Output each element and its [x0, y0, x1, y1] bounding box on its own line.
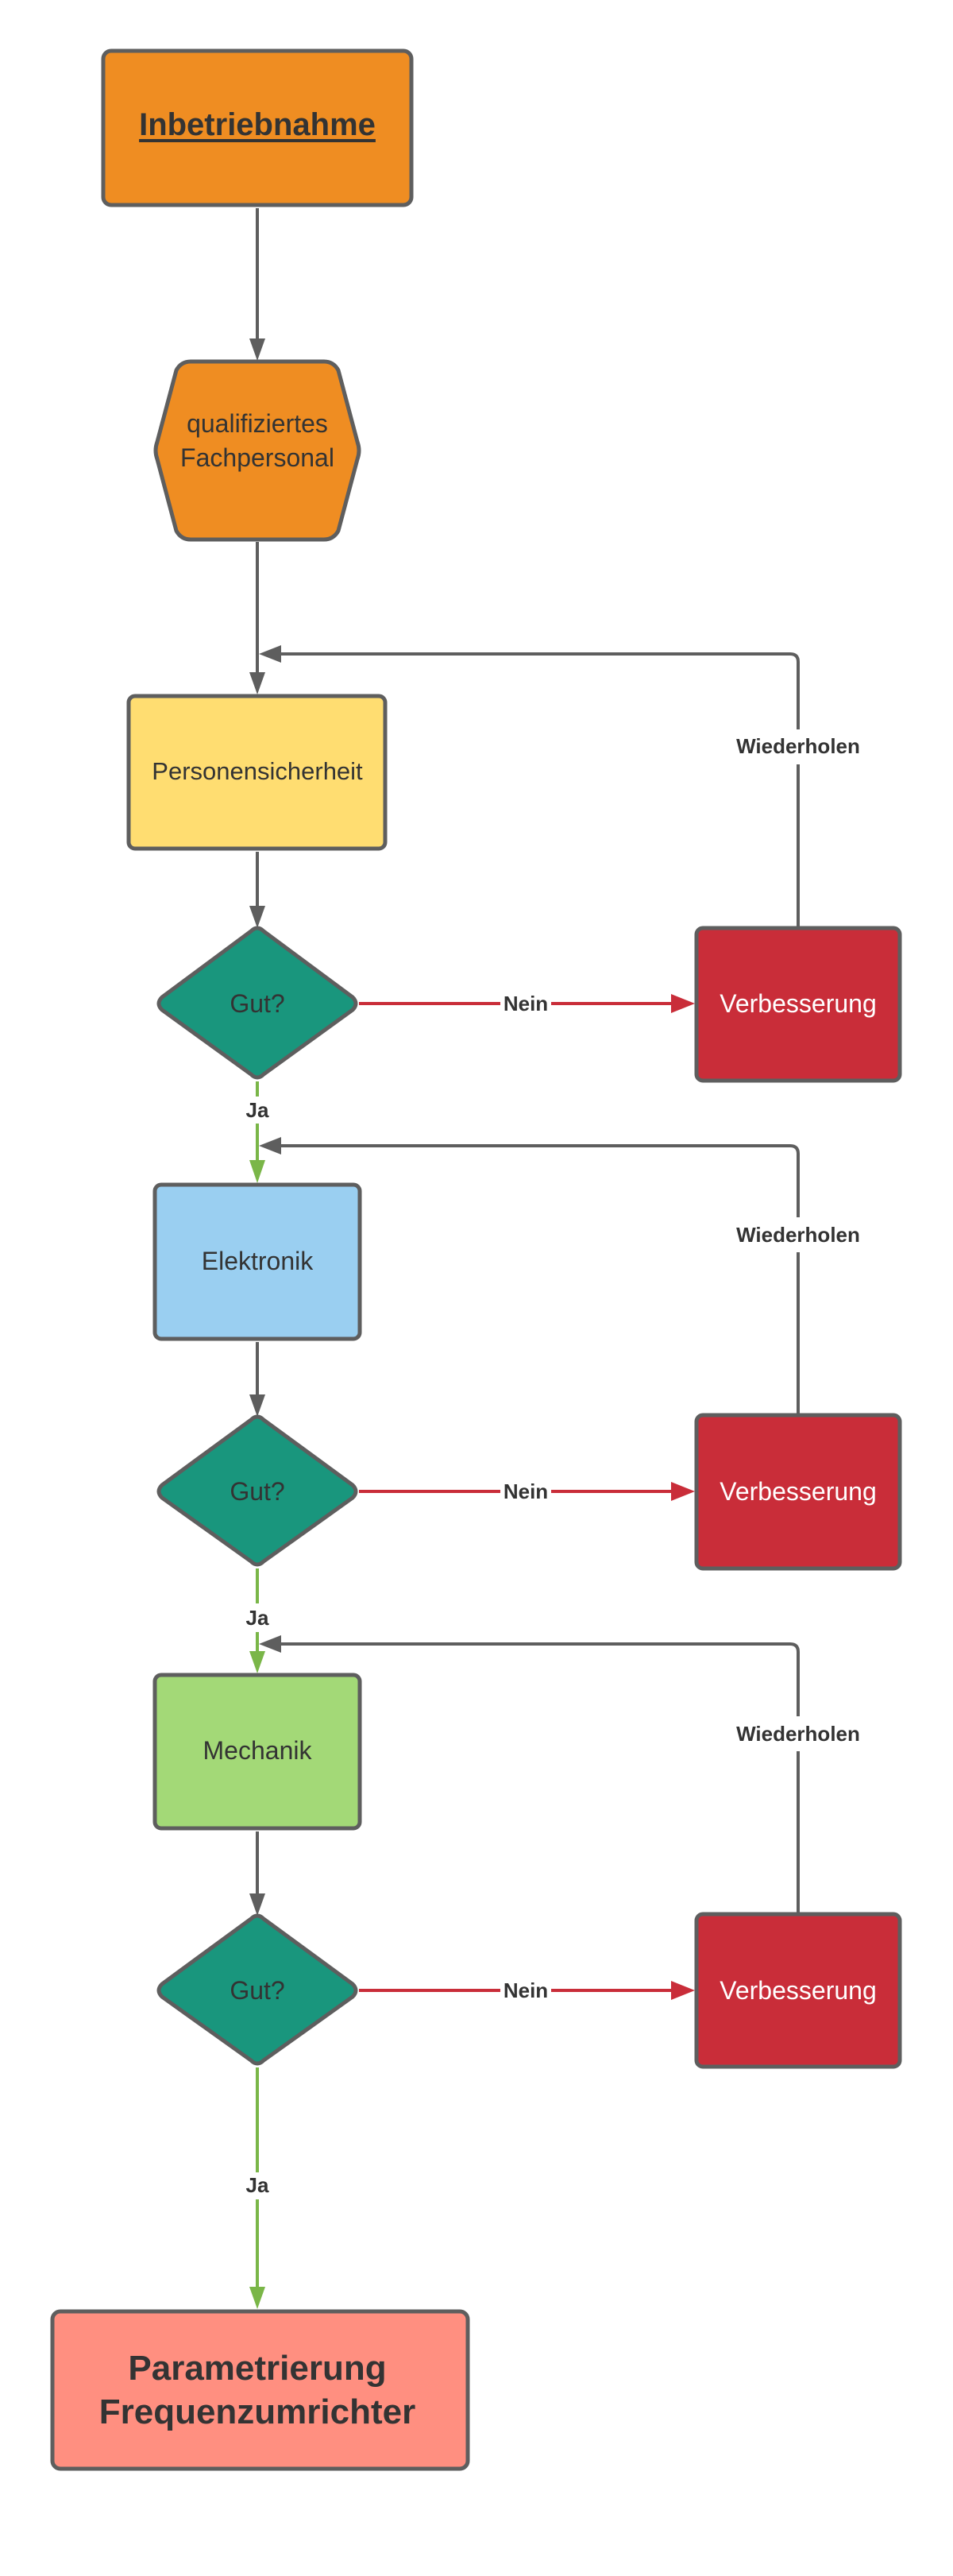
arrowhead-icon: [671, 1482, 695, 1501]
node-check1-label: Gut?: [230, 989, 284, 1018]
node-check1[interactable]: Gut?: [156, 926, 358, 1080]
arrowhead-icon: [249, 672, 265, 694]
node-improve2-label: Verbesserung: [720, 1477, 876, 1506]
node-improve3-label: Verbesserung: [720, 1976, 876, 2005]
arrowhead-icon: [671, 1981, 695, 2000]
edge-improve1-repeat: Wiederholen: [259, 645, 860, 926]
edge-label-no: Nein: [504, 1978, 548, 2002]
node-staff-label-line2: Fachpersonal: [180, 443, 334, 472]
edge-electronics-to-check2: [249, 1342, 265, 1417]
edge-label-yes: Ja: [246, 1098, 269, 1122]
edge-check3-no: Nein: [359, 1978, 695, 2002]
node-safety-label: Personensicherheit: [152, 757, 363, 785]
edge-improve3-repeat: Wiederholen: [259, 1635, 860, 1913]
arrowhead-icon: [249, 338, 265, 361]
edge-check1-no: Nein: [359, 992, 695, 1015]
arrowhead-icon: [249, 1394, 265, 1417]
node-check3-label: Gut?: [230, 1976, 284, 2005]
arrowhead-icon: [249, 906, 265, 928]
edge-safety-to-check1: [249, 852, 265, 928]
edge-label-repeat: Wiederholen: [736, 734, 860, 758]
edge-mechanics-to-check3: [249, 1831, 265, 1916]
edge-label-repeat: Wiederholen: [736, 1223, 860, 1247]
node-improve1[interactable]: Verbesserung: [694, 926, 902, 1083]
node-electronics-label: Elektronik: [202, 1247, 314, 1275]
node-check2[interactable]: Gut?: [156, 1414, 358, 1567]
node-safety[interactable]: Personensicherheit: [126, 694, 388, 851]
edge-start-to-staff: [249, 208, 265, 361]
node-check3[interactable]: Gut?: [156, 1913, 358, 2066]
edge-check1-yes: Ja: [246, 1081, 269, 1183]
node-mechanics-label: Mechanik: [203, 1736, 313, 1765]
edge-label-repeat: Wiederholen: [736, 1722, 860, 1746]
edge-check2-yes: Ja: [246, 1568, 269, 1673]
arrowhead-icon: [249, 1160, 265, 1183]
node-start-label: Inbetriebnahme: [139, 107, 376, 142]
edge-check3-yes: Ja: [246, 2067, 269, 2309]
arrowhead-icon: [249, 1651, 265, 1673]
edge-staff-to-safety: [249, 542, 265, 694]
node-end-label-line1: Parametrierung: [128, 2349, 386, 2388]
arrowhead-icon: [259, 1635, 281, 1653]
node-improve3[interactable]: Verbesserung: [694, 1912, 902, 2069]
edge-label-yes: Ja: [246, 2173, 269, 2197]
node-staff[interactable]: qualifiziertes Fachpersonal: [153, 359, 361, 542]
edge-improve2-repeat: Wiederholen: [259, 1137, 860, 1414]
node-mechanics[interactable]: Mechanik: [152, 1673, 362, 1831]
edge-label-yes: Ja: [246, 1606, 269, 1630]
arrowhead-icon: [249, 2287, 265, 2309]
node-improve1-label: Verbesserung: [720, 989, 876, 1018]
node-improve2[interactable]: Verbesserung: [694, 1413, 902, 1571]
edge-label-no: Nein: [504, 1479, 548, 1503]
node-end-label-line2: Frequenzumrichter: [99, 2392, 416, 2431]
node-check2-label: Gut?: [230, 1477, 284, 1506]
edge-label-no: Nein: [504, 992, 548, 1015]
arrowhead-icon: [249, 1893, 265, 1916]
edge-check2-no: Nein: [359, 1479, 695, 1503]
node-staff-label-line1: qualifiziertes: [187, 409, 328, 438]
node-end[interactable]: Parametrierung Frequenzumrichter: [50, 2309, 470, 2471]
node-start[interactable]: Inbetriebnahme: [101, 48, 414, 207]
node-electronics[interactable]: Elektronik: [152, 1182, 362, 1341]
arrowhead-icon: [259, 1137, 281, 1155]
arrowhead-icon: [259, 645, 281, 663]
arrowhead-icon: [671, 994, 695, 1013]
